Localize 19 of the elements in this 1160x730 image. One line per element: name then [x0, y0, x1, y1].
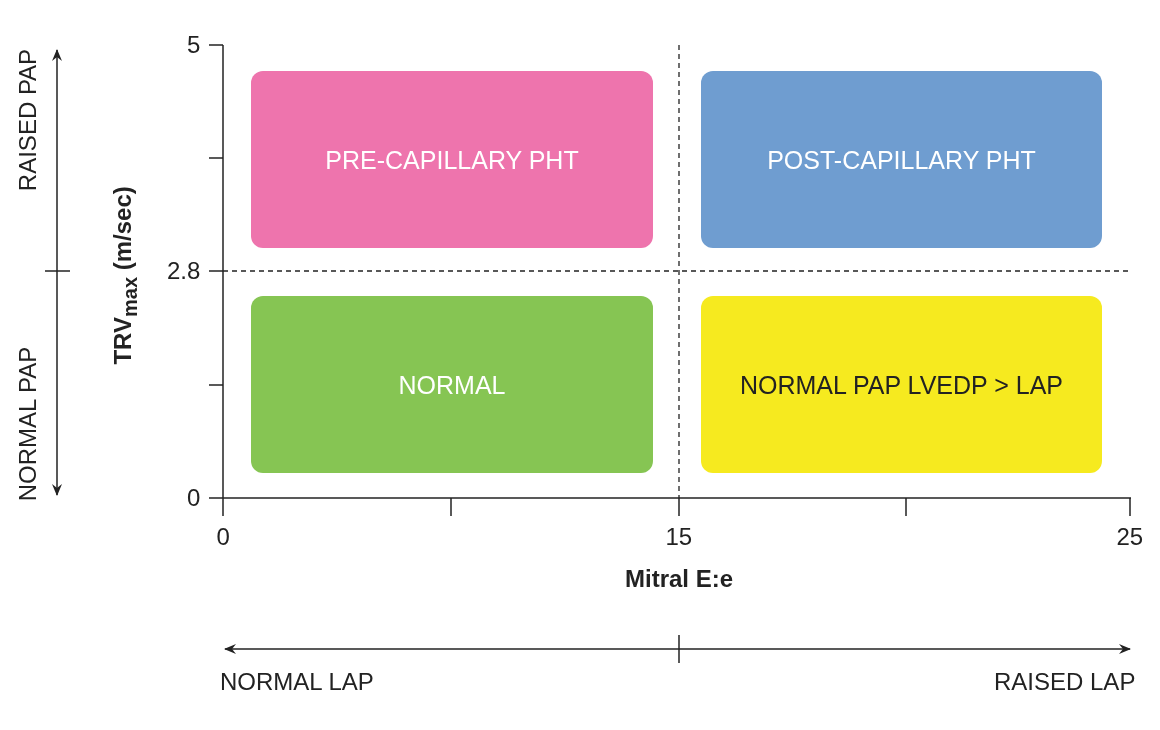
axis-title: Mitral E:e: [625, 565, 734, 593]
quadrant-box: [251, 296, 653, 473]
quadrant-label: POST-CAPILLARY PHT: [766, 144, 1037, 176]
tick-label: 0: [187, 484, 201, 512]
quadrant-label: NORMAL: [397, 369, 507, 401]
quadrant-label: PRE-CAPILLARY PHT: [324, 144, 580, 176]
quadrant-box: [701, 296, 1102, 473]
tick-label: 5: [187, 31, 201, 59]
axis-side-label: NORMAL LAP: [220, 668, 374, 696]
quadrant-label: NORMAL PAP LVEDP > LAP: [738, 369, 1065, 401]
tick-label: 2.8: [167, 257, 201, 285]
quadrant-box: [701, 71, 1102, 248]
axis-side-label: NORMAL PAP: [13, 346, 42, 502]
axis-side-label: RAISED LAP: [994, 668, 1136, 696]
tick-label: 25: [1116, 523, 1144, 551]
quadrant-box: [251, 71, 653, 248]
tick-label: 15: [665, 523, 693, 551]
tick-label: 0: [216, 523, 230, 551]
axis-side-label: RAISED PAP: [14, 48, 43, 192]
